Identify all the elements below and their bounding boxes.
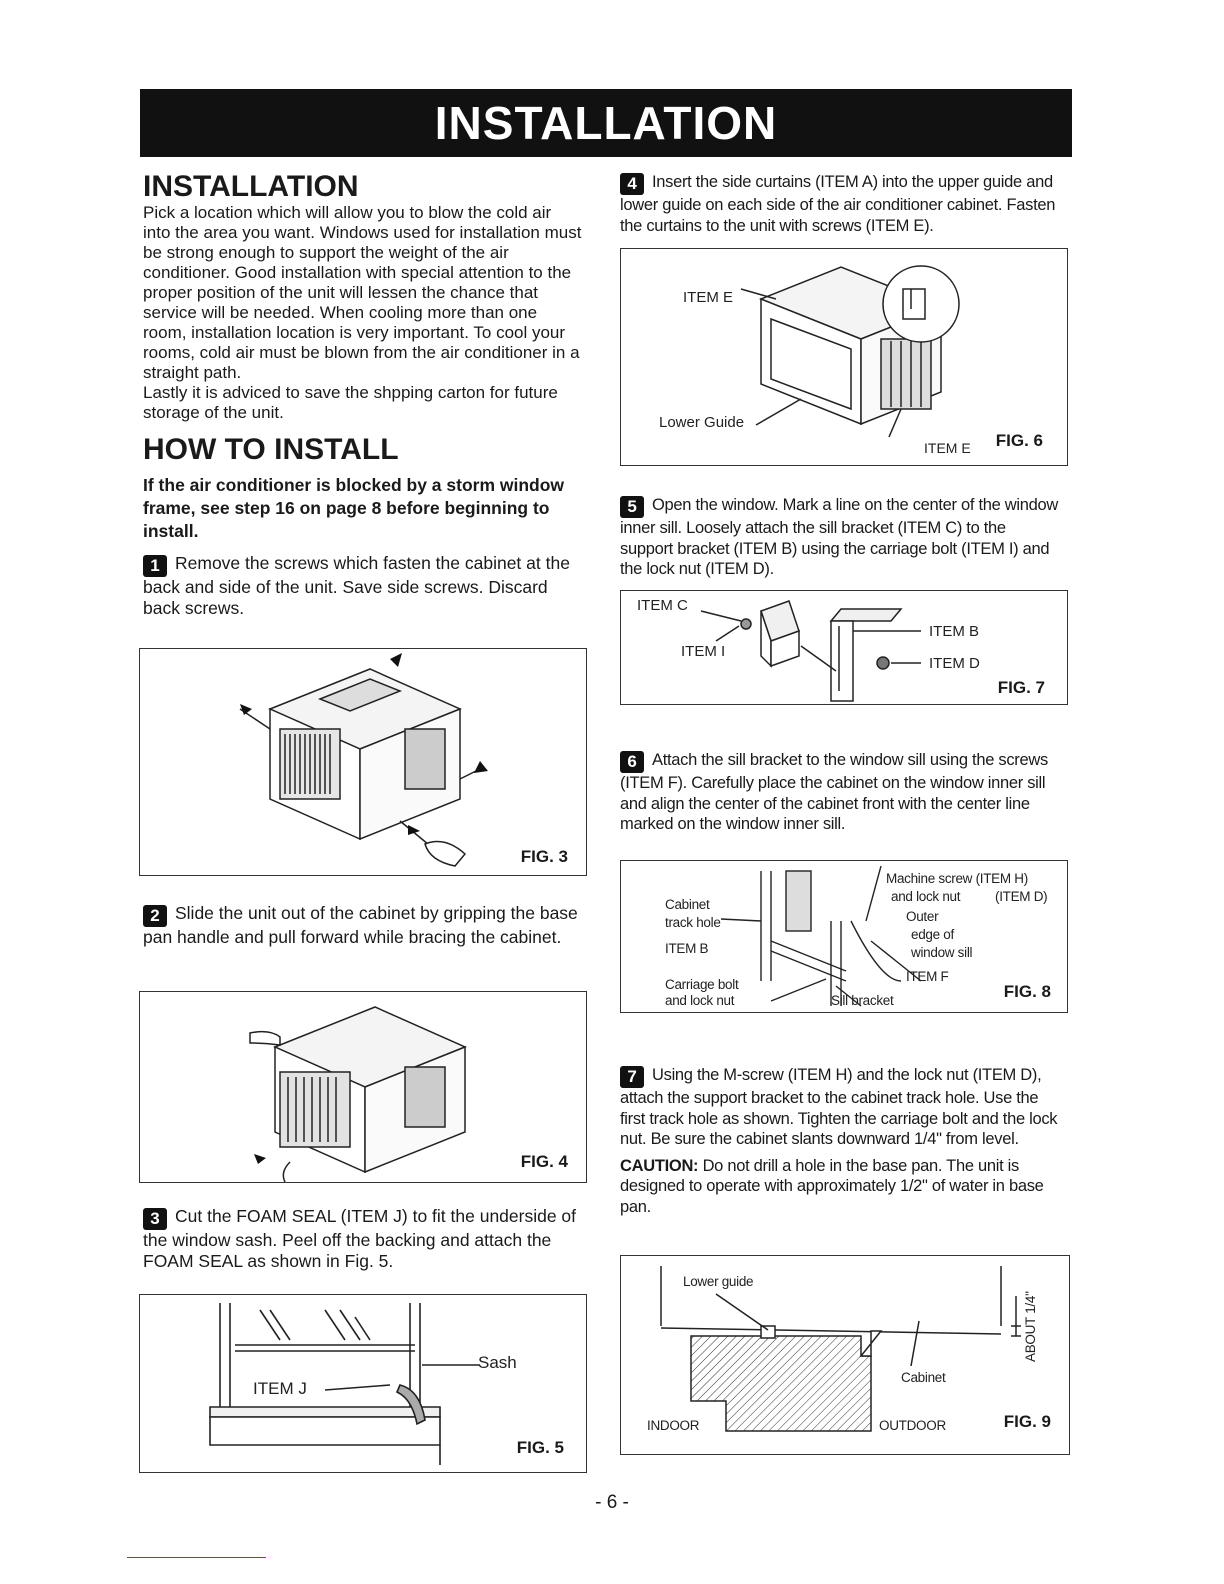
cabinet-label: Cabinet [901,1370,946,1385]
outdoor-label: OUTDOOR [879,1418,946,1433]
figure-4: FIG. 4 [139,991,587,1183]
item-b-label: ITEM B [665,941,709,956]
item-b-label: ITEM B [929,623,980,640]
figure-3: FIG. 3 [139,648,587,876]
step-text: Remove the screws which fasten the cabin… [143,553,570,618]
figure-label: FIG. 6 [995,431,1043,450]
figure-6: ITEM E Lower Guide ITEM E FIG. 6 [620,248,1068,466]
lock-nut-label: and lock nut [891,889,961,904]
ac-slide-out-illustration [249,1006,467,1183]
step-number: 5 [620,496,644,518]
track-hole-label: track hole [665,915,721,930]
installation-heading: INSTALLATION [143,170,359,203]
item-d-label: (ITEM D) [995,889,1048,904]
figure-label: FIG. 8 [1003,982,1051,1001]
item-c-label: ITEM C [637,597,688,614]
sash-label: Sash [478,1353,517,1372]
edge-of-label: edge of [911,927,954,942]
storm-note: If the air conditioner is blocked by a s… [143,475,565,541]
step-text: Insert the side curtains (ITEM A) into t… [620,173,1056,235]
installation-body-2: Lastly it is adviced to save the shpping… [143,383,558,422]
step-text: Using the M-screw (ITEM H) and the lock … [620,1066,1058,1148]
about-quarter-label: ABOUT 1/4" [1023,1291,1038,1362]
step-number: 1 [143,555,167,577]
step-number: 2 [143,905,167,927]
figure-5: Sash ITEM J FIG. 5 [139,1294,587,1473]
lower-guide-label: Lower Guide [659,414,745,431]
figure-label: FIG. 7 [997,678,1045,697]
lower-guide-label: Lower guide [683,1274,754,1289]
bracket-illustration [700,600,921,702]
step-number: 4 [620,173,644,195]
figure-label: FIG. 9 [1003,1412,1051,1431]
figure-label: FIG. 4 [520,1152,568,1171]
item-j-label: ITEM J [253,1379,307,1398]
step-number: 7 [620,1066,644,1088]
window-sash-illustration [209,1303,480,1465]
caution-text: Do not drill a hole in the base pan. The… [620,1156,1044,1216]
figure-8: Machine screw (ITEM H) and lock nut (ITE… [620,860,1068,1013]
sill-bracket-illustration [720,865,922,1007]
cabinet-slant-illustration [660,1266,1021,1432]
page-number: - 6 - [595,1492,629,1513]
installation-body: Pick a location which will allow you to … [143,203,582,382]
side-curtain-illustration [740,265,960,438]
step-number: 3 [143,1208,167,1230]
ac-unit-illustration [239,653,488,867]
step-text: Open the window. Mark a line on the cent… [620,496,1059,578]
left-column: INSTALLATION Pick a location which will … [143,170,583,619]
carriage-bolt-label: Carriage bolt [665,977,739,992]
window-sill-label: window sill [911,945,973,960]
figure-9: Lower guide Cabinet INDOOR OUTDOOR ABOUT… [620,1255,1070,1455]
figure-label: FIG. 3 [520,847,568,866]
item-d-label: ITEM D [929,655,980,672]
step-text: Slide the unit out of the cabinet by gri… [143,903,578,947]
item-f-label: ITEM F [906,969,949,984]
step-number: 6 [620,751,644,773]
howto-heading: HOW TO INSTALL [143,433,399,466]
machine-screw-label: Machine screw (ITEM H) [886,871,1028,886]
and-lock-nut-label: and lock nut [665,993,735,1008]
item-i-label: ITEM I [681,643,726,660]
item-e-bottom-label: ITEM E [924,440,971,456]
caution-note: CAUTION: Do not drill a hole in the base… [620,1156,1060,1218]
page-banner: INSTALLATION [140,89,1072,157]
step-text: Cut the FOAM SEAL (ITEM J) to fit the un… [143,1206,577,1271]
figure-7: ITEM C ITEM I ITEM B ITEM D FIG. 7 [620,590,1068,705]
sill-bracket-label: Sill bracket [831,993,894,1008]
step-text: Attach the sill bracket to the window si… [620,751,1048,833]
outer-label: Outer [906,909,939,924]
indoor-label: INDOOR [647,1418,700,1433]
caution-label: CAUTION: [620,1156,699,1175]
footer-rule [127,1557,266,1558]
item-e-top-label: ITEM E [683,289,734,306]
figure-label: FIG. 5 [516,1438,564,1457]
cabinet-label: Cabinet [665,897,710,912]
